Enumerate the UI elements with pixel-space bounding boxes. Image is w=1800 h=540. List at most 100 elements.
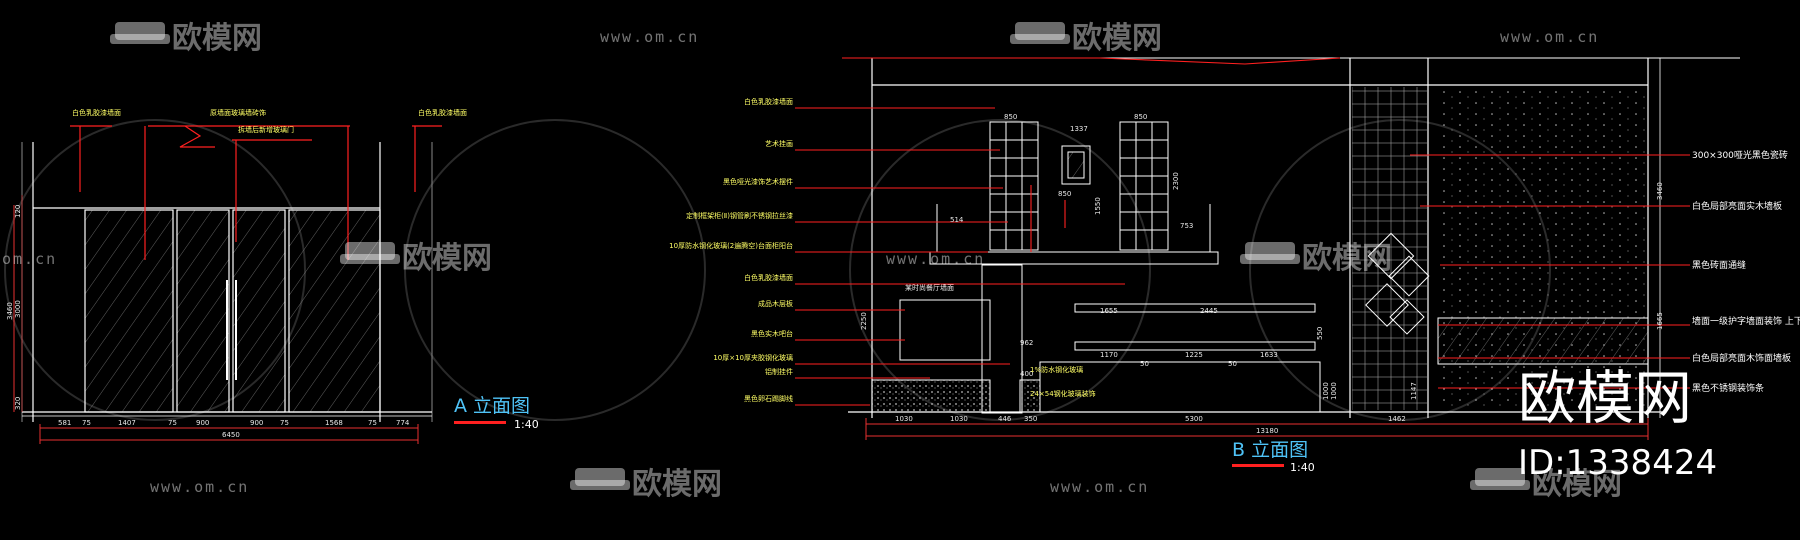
- dim-a-6: 75: [280, 419, 289, 427]
- watermark-brand-0: 欧模网: [172, 21, 262, 56]
- callout-b-left-9: 铝制挂件: [765, 367, 793, 376]
- dim-a-left-1: 3460: [6, 302, 14, 320]
- dim-b-top-0: 850: [1004, 113, 1017, 121]
- dim-b-inner-2: 753: [1180, 222, 1193, 230]
- dim-b-inner-14: 50: [1228, 360, 1237, 368]
- watermark-brand-3: 欧模网: [1302, 241, 1392, 276]
- watermark-brand-4: 欧模网: [632, 467, 722, 502]
- leader-lines-b: [795, 57, 1690, 406]
- dim-b-inner-4: 2300: [1172, 172, 1180, 190]
- callout-a-1: 原墙面玻璃墙砖饰: [210, 108, 266, 117]
- dimension-lines-a: [13, 195, 419, 444]
- watermark-url-3: www.om.cn: [1050, 478, 1149, 496]
- right-callouts-b: 300×300哑光黑色瓷砖 白色局部亮面实木墙板 黑色砖面通缝 墙面一级护字墙面…: [1692, 149, 1800, 394]
- scale-b: 1:40: [1290, 461, 1315, 474]
- dim-b-inner-16: 3460: [1656, 182, 1664, 200]
- dim-b-inner-13: 50: [1140, 360, 1149, 368]
- dim-b-inner-10: 1170: [1100, 351, 1118, 359]
- callout-b-left-6: 成品木层板: [758, 299, 793, 308]
- dim-b-inner-6: 550: [1316, 327, 1324, 340]
- callout-b-left-4: 10厚防水钢化玻璃(2遍腾空)台面柜阳台: [669, 241, 793, 250]
- dim-a-left-2: 3000: [14, 300, 22, 318]
- dim-b-inner-11: 1225: [1185, 351, 1203, 359]
- title-b: B 立面图: [1232, 439, 1308, 461]
- dim-b-inner-5: 962: [1020, 339, 1033, 347]
- tiled-diamond: [1365, 232, 1430, 335]
- dim-a-0: 581: [58, 419, 71, 427]
- brand-overlay-id: ID:1338424: [1518, 443, 1717, 483]
- dim-b-inner-20: 1147: [1410, 382, 1418, 400]
- note-b-1: 24×54钢化玻璃装饰: [1030, 389, 1096, 398]
- dim-b-inner-15: 2250: [860, 312, 868, 330]
- dim-b-total: 13180: [1256, 427, 1278, 435]
- callout-b-right-0: 300×300哑光黑色瓷砖: [1692, 149, 1788, 161]
- dimension-lines-b: [865, 418, 1649, 440]
- leader-lines-a: [70, 125, 442, 260]
- bottom-dims-a: 581 75 1407 75 900 900 75 1568 75 774 64…: [58, 419, 410, 439]
- callout-b-left-0: 白色乳胶漆墙面: [744, 97, 793, 106]
- dim-a-5: 900: [250, 419, 263, 427]
- callout-b-right-2: 黑色砖面通缝: [1692, 259, 1746, 271]
- dim-b-inner-17: 1665: [1656, 312, 1664, 330]
- watermark-sofa-icon: [110, 22, 1530, 490]
- notes-b: 某时尚餐厅墙面 24×54钢化玻璃装饰 1%防水钢化玻璃: [905, 283, 1096, 398]
- dim-a-3: 75: [168, 419, 177, 427]
- dim-b-bottom-1: 1030: [950, 415, 968, 423]
- dim-a-left-0: 120: [14, 205, 22, 218]
- brand-overlay-name: 欧模网: [1518, 364, 1692, 432]
- watermark-url-1: www.om.cn: [1500, 28, 1599, 46]
- note-b-2: 1%防水钢化玻璃: [1030, 365, 1083, 374]
- dim-b-inner-9: 2445: [1200, 307, 1218, 315]
- dim-b-inner-18: 1000: [1322, 382, 1330, 400]
- callout-b-left-1: 艺术挂画: [765, 139, 793, 148]
- title-a-underline: [454, 421, 506, 424]
- callout-b-right-1: 白色局部亮面实木墙板: [1692, 200, 1782, 212]
- title-b-underline: [1232, 464, 1284, 467]
- counter-and-shelves: [871, 299, 1321, 413]
- elevation-b: 白色乳胶漆墙面 艺术挂画 黑色哑光漆饰艺术摆件 定制框架柜(Ⅱ)钢管刷不锈钢拉丝…: [669, 57, 1800, 474]
- callout-b-left-10: 黑色卵石踢脚线: [744, 394, 793, 403]
- watermark-url-0: www.om.cn: [600, 28, 699, 46]
- dim-a-4: 900: [196, 419, 209, 427]
- dim-a-2: 1407: [118, 419, 136, 427]
- note-b-0: 某时尚餐厅墙面: [905, 283, 954, 292]
- callout-b-right-4: 白色局部亮面木饰面墙板: [1692, 352, 1791, 364]
- dim-a-1: 75: [82, 419, 91, 427]
- title-a: A 立面图: [454, 395, 530, 417]
- dim-b-inner-0: 514: [950, 216, 964, 224]
- dim-b-inner-1: 850: [1058, 190, 1071, 198]
- display-shelves: [929, 121, 1219, 414]
- dim-b-bottom-4: 5300: [1185, 415, 1203, 423]
- callout-b-right-5: 黑色不锈钢装饰条: [1692, 382, 1764, 394]
- callout-a-0: 白色乳胶漆墙面: [72, 108, 121, 117]
- dim-b-bottom-2: 446: [998, 415, 1012, 423]
- dim-b-inner-3: 1550: [1094, 197, 1102, 215]
- callout-b-left-2: 黑色哑光漆饰艺术摆件: [723, 177, 793, 186]
- elevation-a: 白色乳胶漆墙面 原墙面玻璃墙砖饰 拆墙后新增玻璃门 白色乳胶漆墙面 581 75…: [6, 108, 539, 444]
- dim-b-bottom-5: 1462: [1388, 415, 1406, 423]
- callout-b-left-7: 黑色实木吧台: [751, 329, 793, 338]
- watermark-brand-5: 欧模网: [1532, 467, 1622, 502]
- callout-b-right-3: 墙面一级护字墙面装饰 上下藏光LED灯带: [1692, 315, 1800, 327]
- dim-b-inner-7: 400: [1020, 370, 1033, 378]
- dimension-text-b: 850 1337 850 514 850 753 1550 2300 962 5…: [860, 113, 1664, 400]
- dim-a-8: 75: [368, 419, 377, 427]
- bottom-dims-b: 1030 1030 446 350 5300 1462 13180: [895, 415, 1406, 435]
- watermark-url-2: www.om.cn: [150, 478, 249, 496]
- dim-b-inner-19: 1000: [1330, 382, 1338, 400]
- watermark-brand-1: 欧模网: [1072, 21, 1162, 56]
- dim-b-top-2: 850: [1134, 113, 1147, 121]
- glass-door-panels: [84, 209, 381, 413]
- watermark-url-5: www.om.cn: [886, 250, 985, 268]
- dim-b-inner-8: 1655: [1100, 307, 1118, 315]
- dim-a-left-3: 320: [14, 397, 22, 410]
- watermark-layer: 欧模网 欧模网 欧模网 欧模网 欧模网 欧模网 www.om.cn www.om…: [2, 21, 1622, 502]
- scale-a: 1:40: [514, 418, 539, 431]
- callout-b-left-3: 定制框架柜(Ⅱ)钢管刷不锈钢拉丝漆: [686, 211, 793, 220]
- left-callouts-b: 白色乳胶漆墙面 艺术挂画 黑色哑光漆饰艺术摆件 定制框架柜(Ⅱ)钢管刷不锈钢拉丝…: [669, 97, 793, 403]
- tile-wall: [1352, 87, 1428, 410]
- callout-b-left-8: 10厚×10厚夹胶钢化玻璃: [713, 353, 793, 362]
- dim-a-7: 1568: [325, 419, 343, 427]
- dim-a-9: 774: [396, 419, 410, 427]
- dim-b-top-1: 1337: [1070, 125, 1088, 133]
